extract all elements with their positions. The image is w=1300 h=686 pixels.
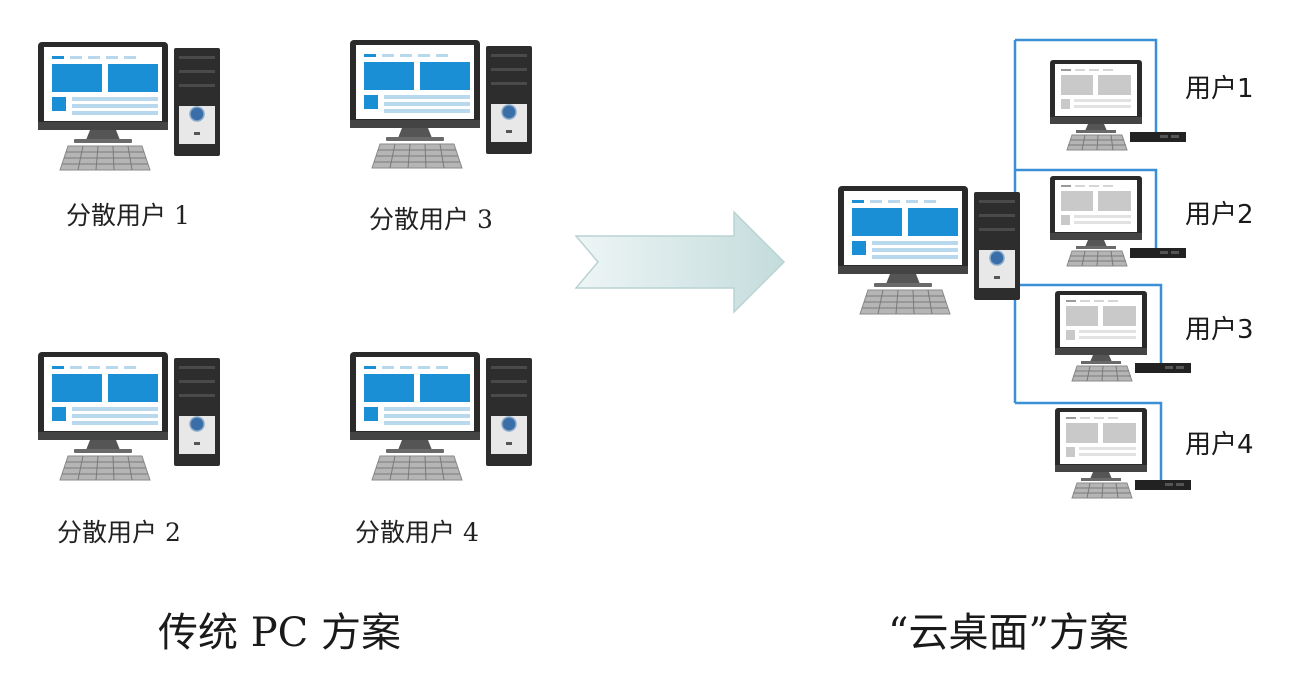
- pc-label-user-1: 分散用户 1: [66, 201, 190, 230]
- pc-label-user-3: 分散用户 3: [369, 205, 493, 234]
- client-label-user-4: 用户4: [1185, 430, 1254, 460]
- transition-arrow-icon: [574, 210, 786, 314]
- caption-traditional-pc: 传统 PC 方案: [158, 610, 401, 656]
- pc-icon-user-2: [37, 351, 221, 481]
- thin-client-icon-user-2: [1049, 175, 1187, 267]
- client-label-user-3: 用户3: [1185, 315, 1254, 345]
- server-pc-icon: [837, 185, 1021, 315]
- caption-cloud-desktop: “云桌面”方案: [888, 610, 1129, 656]
- client-label-user-2: 用户2: [1185, 200, 1254, 230]
- pc-label-user-2: 分散用户 2: [57, 518, 181, 547]
- thin-client-icon-user-1: [1049, 59, 1187, 151]
- pc-icon-user-1: [37, 41, 221, 171]
- thin-client-icon-user-3: [1054, 290, 1192, 382]
- client-label-user-1: 用户1: [1185, 74, 1254, 104]
- pc-icon-user-4: [349, 351, 533, 481]
- thin-client-icon-user-4: [1054, 407, 1192, 499]
- pc-icon-user-3: [349, 39, 533, 169]
- network-lines: [994, 38, 1163, 485]
- pc-label-user-4: 分散用户 4: [355, 518, 479, 547]
